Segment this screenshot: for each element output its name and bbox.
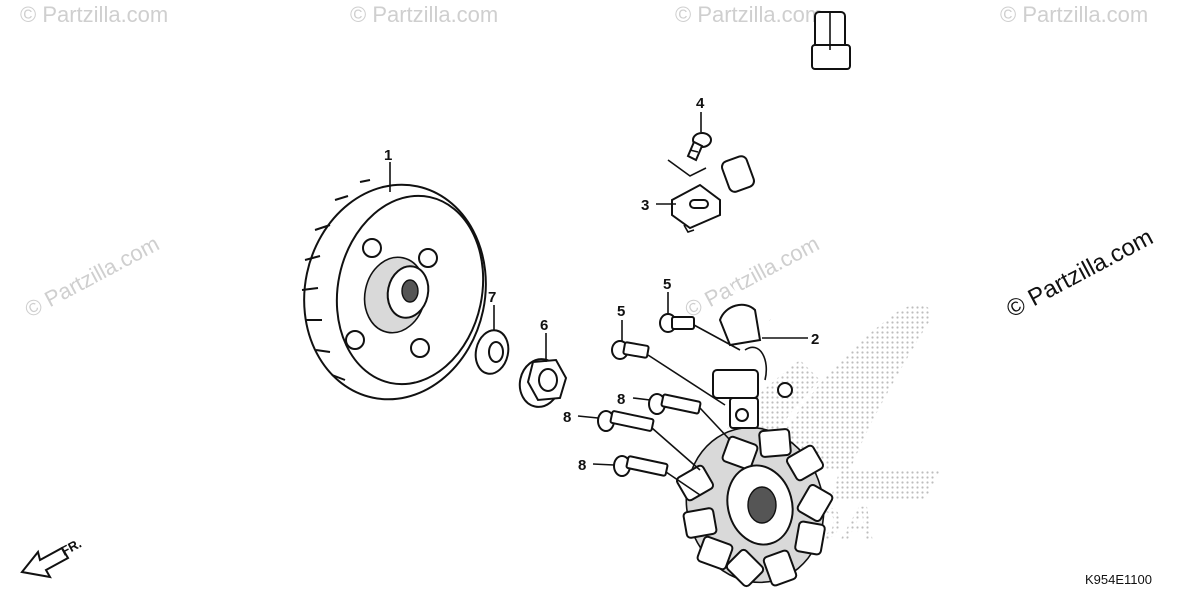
callout-8-middle: 8	[563, 409, 571, 426]
watermark-text: © Partzilla.com	[350, 2, 498, 27]
wire-harness	[718, 11, 851, 381]
watermark-text: © Partzilla.com	[1000, 2, 1148, 27]
callout-4: 4	[696, 95, 705, 112]
bolt-5-upper	[659, 313, 695, 333]
stator	[675, 369, 834, 588]
front-direction-indicator: FR.	[20, 536, 84, 579]
watermarks: © Partzilla.com © Partzilla.com © Partzi…	[20, 2, 1158, 323]
watermark-text: © Partzilla.com	[20, 2, 168, 27]
bolt-8-top	[648, 393, 702, 415]
flywheel	[301, 179, 487, 401]
wire-clamp-plate	[671, 183, 721, 233]
callout-2: 2	[811, 331, 819, 348]
callout-5-lower: 5	[617, 303, 625, 320]
arrow-left-icon	[20, 546, 70, 579]
callout-7: 7	[488, 289, 496, 306]
watermark-text: © Partzilla.com	[21, 231, 164, 323]
callout-8-bottom: 8	[578, 457, 586, 474]
watermark-large: © Partzilla.com	[1002, 224, 1157, 324]
screw-4	[686, 132, 712, 162]
callout-1: 1	[384, 147, 392, 164]
washer	[474, 329, 510, 375]
bolt-8-middle	[597, 410, 655, 432]
leader-lines	[389, 112, 808, 496]
callout-6: 6	[540, 317, 548, 334]
bolt-8-bottom	[613, 455, 669, 477]
callout-8-top: 8	[617, 391, 625, 408]
callout-labels: 1 2 3 4 5 5 6 7 8 8 8	[384, 95, 819, 474]
flange-nut	[518, 358, 568, 408]
callout-3: 3	[641, 197, 649, 214]
callout-5-upper: 5	[663, 276, 671, 293]
watermark-text: © Partzilla.com	[675, 2, 823, 27]
diagram-code: K954E1100	[1085, 572, 1152, 587]
bolt-5-lower	[611, 340, 650, 360]
